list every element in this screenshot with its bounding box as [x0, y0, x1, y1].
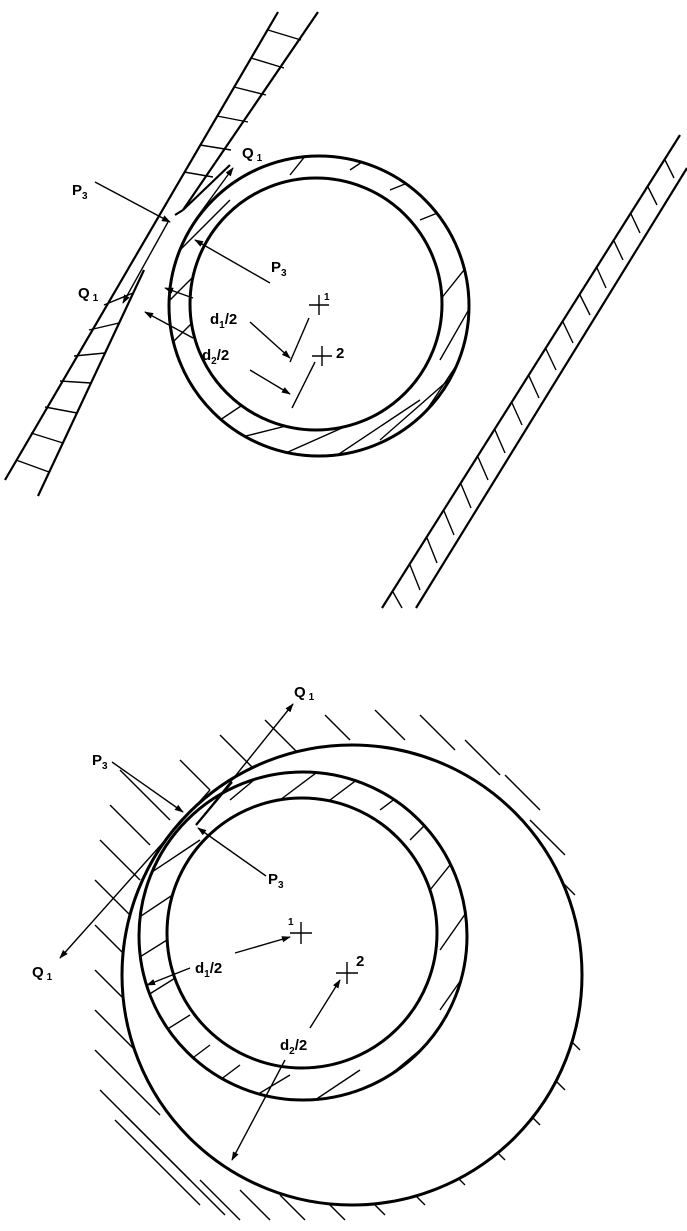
bottom-q1-down-arrow	[59, 789, 211, 959]
top-label-p3-outer: P3	[72, 182, 88, 202]
bottom-bore-circle	[120, 743, 584, 1207]
top-d2-arrow-right	[249, 369, 291, 395]
top-center-1	[309, 295, 329, 315]
bottom-d1-arrow-left	[146, 967, 191, 986]
top-q1-up-arrow	[194, 167, 234, 221]
bottom-p3-inner-arrow	[197, 827, 267, 877]
top-label-center2: 2	[336, 345, 344, 362]
bottom-d2-arrow-up	[309, 979, 341, 1029]
bottom-label-p3-outer: P3	[92, 752, 108, 772]
top-right-wall	[381, 134, 687, 609]
bottom-d1-arrow-right	[234, 936, 291, 954]
top-p3-inner-arrow	[194, 239, 271, 284]
bottom-label-d1: d1/2	[195, 960, 222, 980]
top-center1-leader	[289, 317, 310, 363]
bottom-d2-arrow-down	[231, 1059, 286, 1161]
top-label-p3-inner: P3	[271, 259, 287, 279]
bottom-label-center1: 1	[288, 917, 294, 928]
bottom-p3-outer-arrow	[111, 761, 184, 813]
top-p3-outer-arrow	[94, 181, 171, 223]
bottom-label-center2: 2	[356, 953, 364, 970]
top-q1-down-arrow	[122, 221, 169, 304]
bottom-center-2	[336, 962, 358, 984]
top-label-d2: d2/2	[202, 347, 229, 367]
top-center-2	[312, 346, 332, 366]
top-label-center1: 1	[324, 292, 330, 303]
top-left-wall	[4, 11, 319, 497]
top-d1-arrow-left	[164, 287, 194, 299]
top-d2-arrow-left	[144, 311, 194, 339]
bottom-center-1	[290, 922, 312, 944]
bottom-ring	[137, 770, 469, 1102]
bottom-label-d2: d2/2	[280, 1037, 307, 1057]
top-d1-arrow-right	[249, 321, 291, 359]
top-left-wall-hatch	[15, 29, 302, 473]
top-center2-leader	[291, 361, 316, 409]
bottom-figure: Q1 P3 P3 Q1 d1/2 d2/2 1 2	[32, 684, 584, 1221]
bottom-label-p3-inner: P3	[268, 871, 284, 891]
top-label-d1: d1/2	[210, 311, 237, 331]
top-right-wall-hatch	[392, 159, 675, 609]
bottom-q1-up-arrow	[195, 703, 294, 826]
top-figure: P3 P3 Q1 Q1 d1/2 d2/2 1 2	[4, 11, 687, 609]
